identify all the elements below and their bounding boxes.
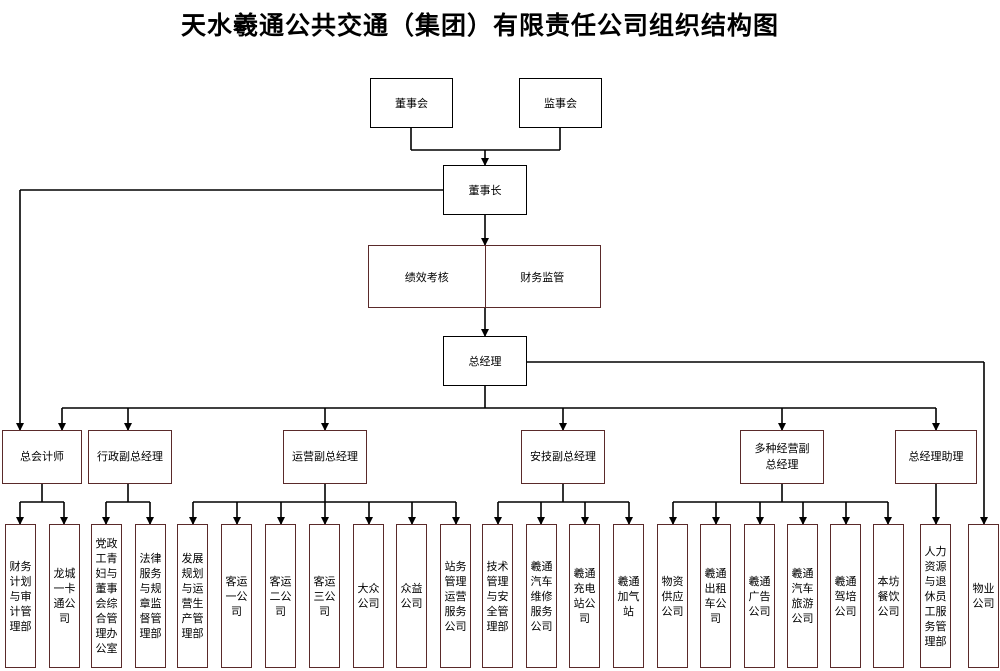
unit-tech-safety: 技术管理与安全管理部 (482, 524, 513, 668)
finance-supervision-cell: 财务监管 (520, 270, 565, 284)
general-manager-box: 总经理 (443, 336, 527, 386)
unit-property: 物业公司 (968, 524, 999, 668)
gm-assistant-box: 总经理助理 (895, 430, 977, 484)
unit-driving-school: 羲通驾培公司 (830, 524, 861, 668)
page-title: 天水羲通公共交通（集团）有限责任公司组织结构图 (180, 11, 779, 40)
unit-travel: 羲通汽车旅游公司 (787, 524, 818, 668)
unit-advertising: 羲通广告公司 (744, 524, 775, 668)
oversight-divider (484, 246, 486, 307)
unit-longcheng-card: 龙城一卡通公司 (49, 524, 80, 668)
unit-charging-station: 羲通充电站公司 (569, 524, 600, 668)
operations-vp-box: 运营副总经理 (283, 430, 367, 484)
unit-materials-supply: 物资供应公司 (657, 524, 688, 668)
unit-zhongyi: 众益公司 (396, 524, 427, 668)
oversight-box: 绩效考核 财务监管 (368, 245, 601, 308)
unit-party-office: 党政工青妇与董事会综合管理办公室 (91, 524, 122, 668)
unit-gas-station: 羲通加气站 (613, 524, 644, 668)
unit-auto-repair: 羲通汽车维修服务公司 (526, 524, 557, 668)
unit-hr-retirees: 人力资源与退休员工服务管理部 (920, 524, 951, 668)
safety-tech-vp-box: 安技副总经理 (521, 430, 605, 484)
performance-assessment-cell: 绩效考核 (404, 270, 449, 284)
unit-taxi: 羲通出租车公司 (700, 524, 731, 668)
diversified-business-vp-box: 多种经营副总经理 (740, 430, 824, 484)
admin-vp-box: 行政副总经理 (88, 430, 172, 484)
chief-accountant-box: 总会计师 (2, 430, 82, 484)
board-of-supervisors-box: 监事会 (519, 78, 602, 128)
unit-passenger-1: 客运一公司 (221, 524, 252, 668)
board-of-directors-box: 董事会 (370, 78, 453, 128)
chairman-box: 董事长 (443, 165, 527, 215)
unit-dazhong: 大众公司 (353, 524, 384, 668)
unit-finance-audit: 财务计划与审计管理部 (5, 524, 36, 668)
unit-station-services: 站务管理运营服务公司 (440, 524, 471, 668)
unit-planning-operations: 发展规划与运营生产管理部 (177, 524, 208, 668)
unit-passenger-2: 客运二公司 (265, 524, 296, 668)
unit-legal: 法律服务与规章监督管理部 (135, 524, 166, 668)
unit-catering: 本坊餐饮公司 (873, 524, 904, 668)
unit-passenger-3: 客运三公司 (309, 524, 340, 668)
